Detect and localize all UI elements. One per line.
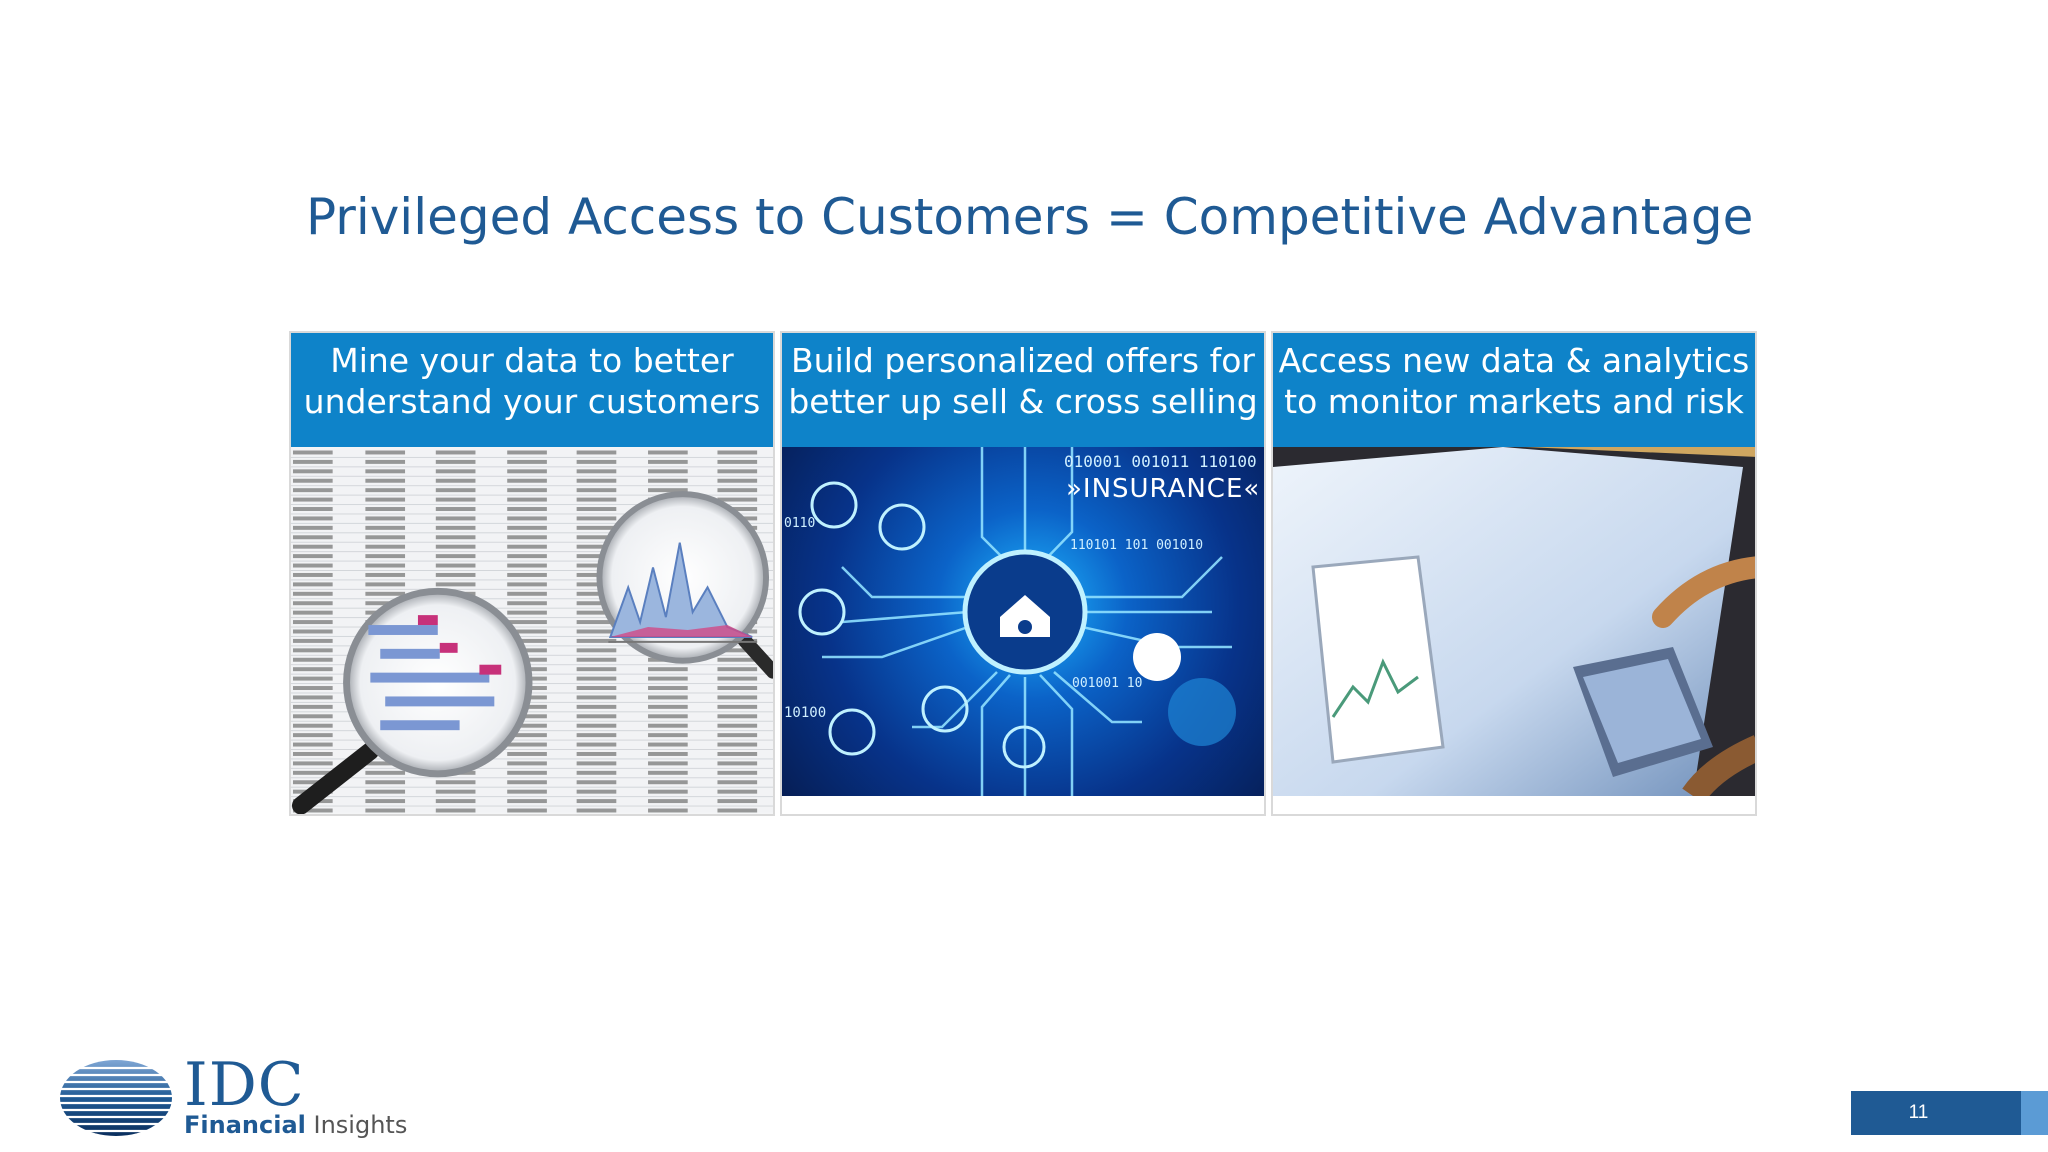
globe-logo-icon xyxy=(56,1060,176,1136)
logo-brand: IDC xyxy=(184,1050,305,1120)
panel-personalized-offers: Build personalized offers for better up … xyxy=(780,331,1266,816)
cloud-icon xyxy=(810,481,858,529)
house-icon xyxy=(1000,595,1050,637)
slide-title: Privileged Access to Customers = Competi… xyxy=(306,188,1754,246)
insurance-illustration: 010001 001011 110100 »INSURANCE« 110101 … xyxy=(784,447,1260,796)
panel-data-analytics: Access new data & analytics to monitor m… xyxy=(1271,331,1757,816)
spreadsheet-magnifier-image xyxy=(291,447,773,814)
home-fire-icon xyxy=(1133,633,1181,681)
logo-financial: Financial xyxy=(184,1111,306,1139)
logo-insights: Insights xyxy=(305,1111,408,1139)
panel-header: Access new data & analytics to monitor m… xyxy=(1273,333,1755,447)
magnifier-chart-lens xyxy=(596,491,773,679)
panel-header: Build personalized offers for better up … xyxy=(782,333,1264,447)
umbrella-icon xyxy=(921,685,969,733)
binary-text: 001001 10 xyxy=(1072,676,1142,691)
globe-icon xyxy=(1168,678,1236,746)
binary-text: 0110 xyxy=(784,516,815,531)
monitor-illustration xyxy=(1273,447,1755,796)
page-number: 11 xyxy=(1908,1102,1929,1123)
binary-text: 010001 001011 110100 xyxy=(1064,452,1257,471)
car-icon xyxy=(878,503,926,551)
page-number-accent xyxy=(2021,1091,2048,1135)
panel-mine-data: Mine your data to better understand your… xyxy=(289,331,775,816)
monitor-analytics-image xyxy=(1273,447,1755,796)
spreadsheet-illustration xyxy=(291,448,773,814)
logo-subtitle: Financial Insights xyxy=(184,1111,407,1139)
insurance-circuit-image: 010001 001011 110100 »INSURANCE« 110101 … xyxy=(782,447,1264,796)
idc-financial-insights-logo: IDC Financial Insights xyxy=(56,1050,456,1148)
insurance-label: »INSURANCE« xyxy=(1066,474,1260,504)
panel-header: Mine your data to better understand your… xyxy=(291,333,773,447)
binary-text: 10100 xyxy=(784,705,826,721)
page-number-bar xyxy=(1851,1091,2021,1135)
chart-window xyxy=(1311,555,1445,764)
hand xyxy=(1652,556,1755,628)
magnifier-bars-lens xyxy=(291,587,533,814)
circuit-lines xyxy=(822,447,1232,796)
binary-text: 110101 101 001010 xyxy=(1070,538,1203,553)
plane-icon xyxy=(798,588,846,636)
car-crash-icon xyxy=(1002,725,1046,769)
medical-icon xyxy=(828,708,876,756)
